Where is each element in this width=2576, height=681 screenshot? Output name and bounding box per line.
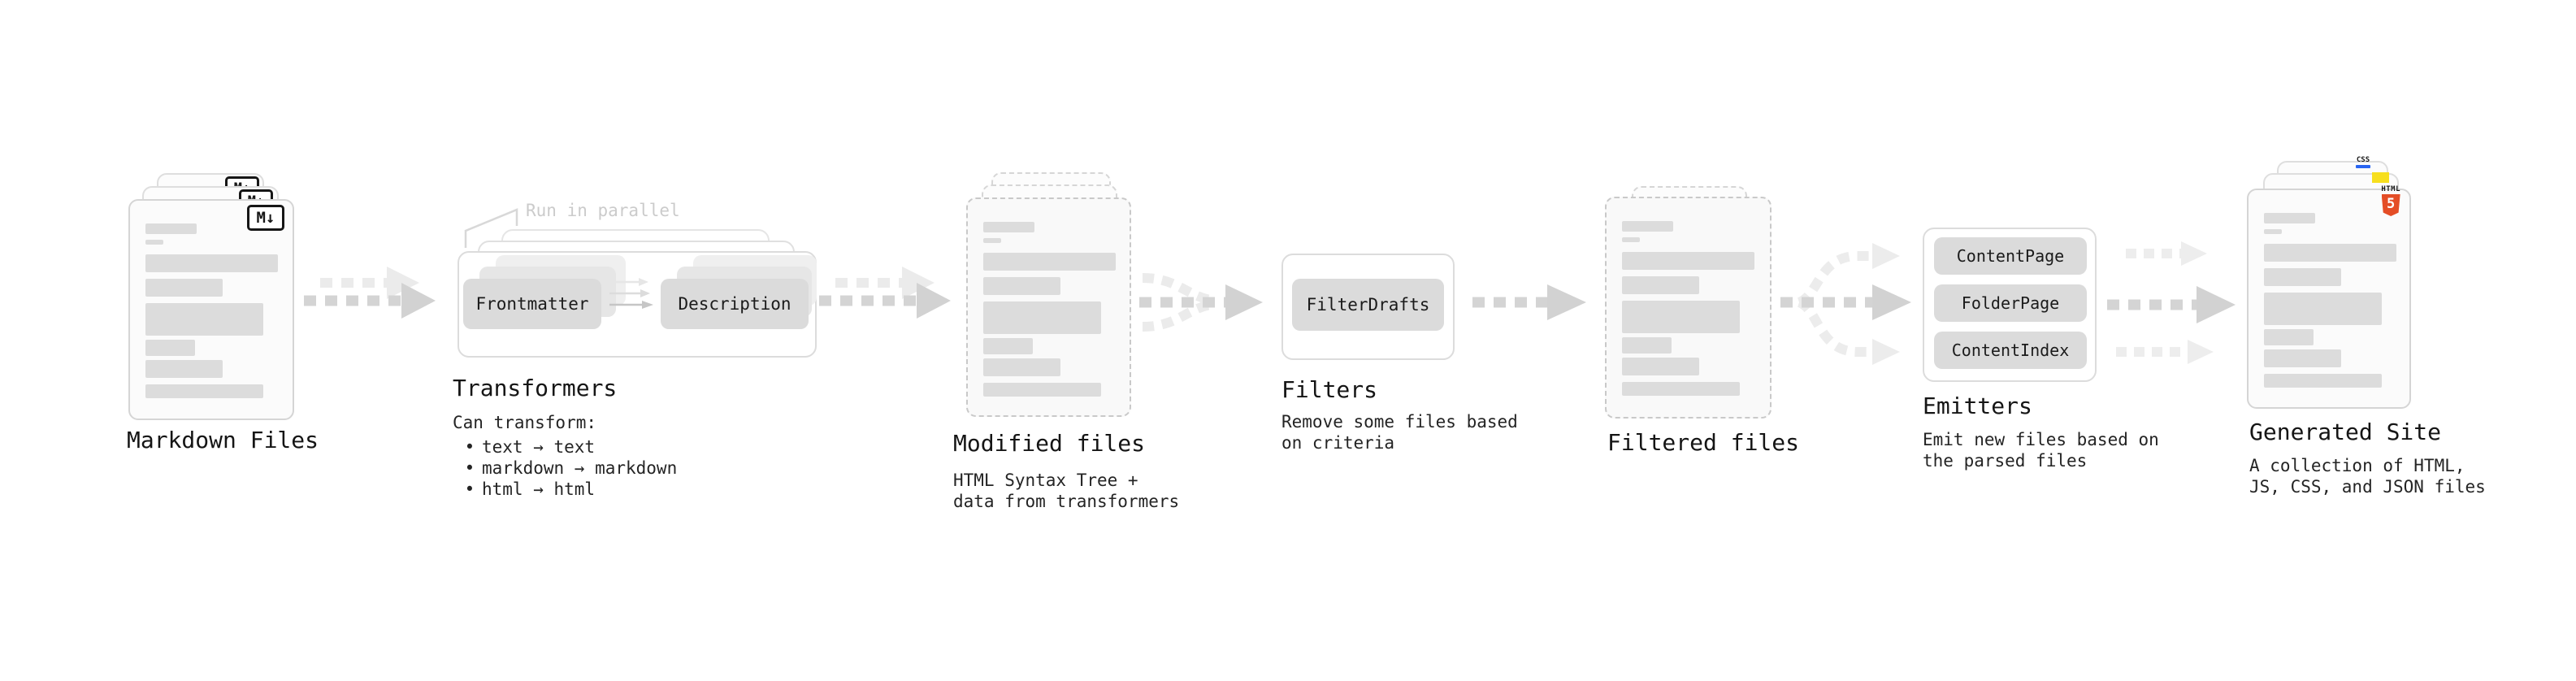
flow-arrow-icon	[819, 267, 951, 319]
content-bar	[2264, 349, 2341, 367]
content-bar	[1622, 337, 1672, 354]
filters-desc: Remove some files based on criteria	[1281, 412, 1518, 453]
converging-arrow-icon	[1139, 273, 1263, 332]
content-bar	[983, 238, 1001, 243]
transformers-bullet-list: • text → text • markdown → markdown • ht…	[453, 436, 678, 500]
content-bar	[2264, 268, 2341, 286]
content-bar	[983, 253, 1116, 271]
emitters-desc: Emit new files based on the parsed files	[1923, 430, 2159, 471]
triple-arrow-icon	[2107, 241, 2236, 364]
filtered-document-front	[1605, 197, 1772, 419]
content-bar	[2264, 229, 2282, 234]
emitter-pill-contentpage: ContentPage	[1934, 237, 2087, 275]
content-bar	[983, 301, 1101, 334]
bullet-item: • text → text	[453, 436, 677, 458]
bullet-item: • html → html	[453, 479, 677, 500]
bullet-text: html → html	[482, 479, 596, 499]
stage-title-filters: Filters	[1281, 376, 1378, 403]
stage-title-transformers: Transformers	[453, 375, 618, 401]
annotation-connector-line	[464, 208, 518, 248]
stage-title-generated-site: Generated Site	[2249, 419, 2442, 445]
content-bar	[2264, 374, 2382, 388]
transform-step-arrows-icon	[609, 278, 653, 309]
stage-title-modified-files: Modified files	[953, 430, 1146, 457]
stage-title-markdown-files: Markdown Files	[127, 427, 319, 453]
markdown-icon: M↓	[247, 205, 284, 231]
content-bar	[2264, 244, 2396, 262]
content-bar	[1622, 301, 1740, 333]
flow-arrow-icon	[1472, 284, 1586, 320]
content-bar	[983, 277, 1060, 295]
modified-document-front	[966, 197, 1131, 417]
content-bar	[1622, 276, 1699, 294]
transformer-pill-description: Description	[661, 279, 809, 329]
content-bar	[1622, 237, 1640, 242]
filter-pill-filterdrafts: FilterDrafts	[1292, 279, 1444, 331]
run-in-parallel-label: Run in parallel	[526, 201, 680, 220]
content-bar	[983, 222, 1034, 232]
html5-logo-icon: HTML 5	[2381, 186, 2400, 216]
bullet-glyph: •	[464, 437, 475, 457]
content-bar	[983, 383, 1101, 397]
content-bar	[145, 279, 223, 297]
bullet-text: markdown → markdown	[482, 458, 678, 478]
emitter-pill-folderpage: FolderPage	[1934, 284, 2087, 322]
emitter-pill-contentindex: ContentIndex	[1934, 332, 2087, 369]
content-bar	[1622, 221, 1673, 232]
content-bar	[2264, 213, 2315, 223]
markdown-document-front: M↓	[128, 199, 294, 420]
css-file-icon: CSS	[2356, 157, 2370, 168]
content-bar	[145, 340, 195, 356]
content-bar	[145, 303, 263, 336]
transformer-pill-frontmatter: Frontmatter	[463, 279, 601, 329]
content-bar	[2264, 293, 2382, 325]
generated-site-desc: A collection of HTML, JS, CSS, and JSON …	[2249, 456, 2486, 497]
stage-title-emitters: Emitters	[1923, 393, 2032, 419]
content-bar	[1622, 252, 1754, 270]
bullet-glyph: •	[464, 458, 475, 478]
bullet-glyph: •	[464, 479, 475, 499]
generated-document-html: HTML 5	[2247, 186, 2411, 409]
content-bar	[2264, 329, 2314, 345]
content-bar	[145, 223, 197, 234]
js-file-icon	[2372, 172, 2389, 183]
content-bar	[983, 358, 1060, 376]
bullet-item: • markdown → markdown	[453, 458, 678, 479]
content-bar	[983, 338, 1033, 354]
bullet-text: text → text	[482, 437, 596, 457]
transformers-subtitle: Can transform:	[453, 413, 597, 432]
content-bar	[145, 254, 278, 272]
content-bar	[145, 384, 263, 398]
content-bar	[1622, 382, 1740, 396]
modified-files-desc: HTML Syntax Tree + data from transformer…	[953, 471, 1180, 511]
diverging-arrow-icon	[1780, 243, 1911, 365]
content-bar	[145, 360, 223, 378]
content-bar	[1622, 358, 1699, 375]
flow-arrow-icon	[304, 267, 436, 319]
stage-title-filtered-files: Filtered files	[1607, 429, 1800, 456]
content-bar	[145, 240, 163, 245]
